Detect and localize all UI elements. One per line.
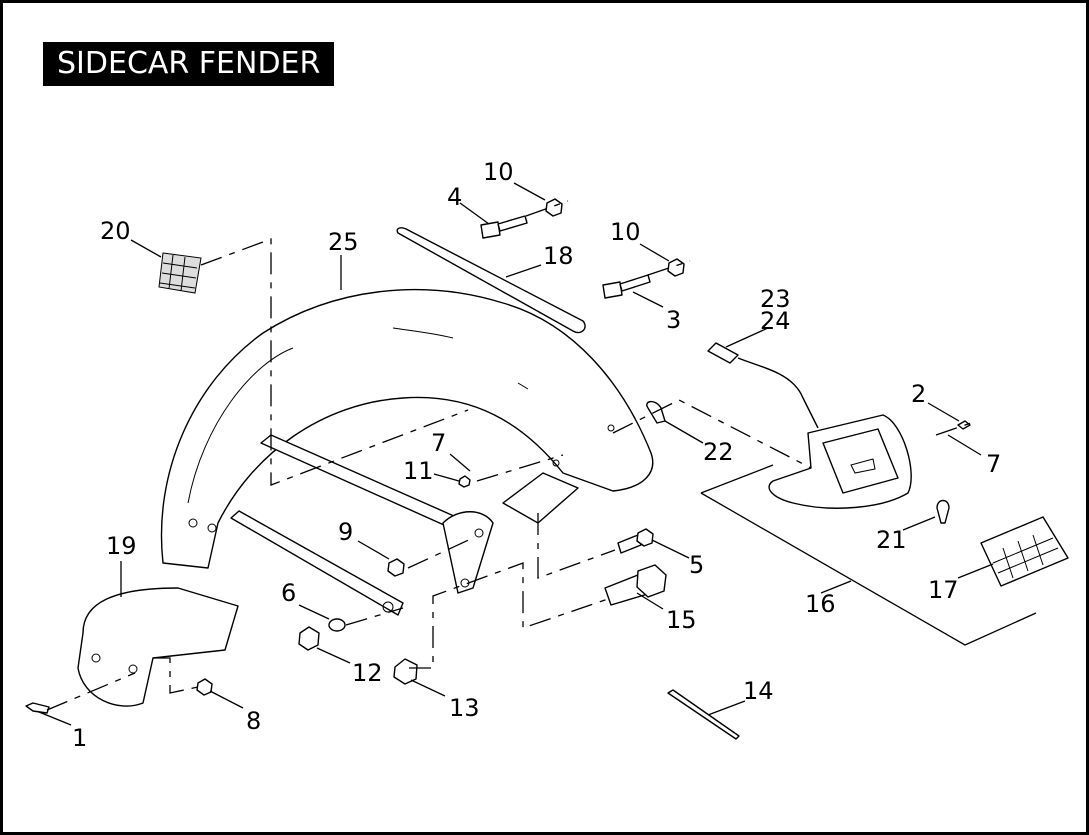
nut-10b-part	[667, 258, 685, 277]
callout-2: 2	[911, 380, 926, 408]
callout-21: 21	[876, 526, 907, 554]
callout-3: 3	[666, 306, 681, 334]
lamp-lens-part	[980, 516, 1069, 587]
bolt-5-part	[617, 528, 654, 554]
callout-20: 20	[100, 217, 131, 245]
nut-9-part	[387, 558, 405, 577]
callout-5: 5	[689, 551, 704, 579]
callout-9: 9	[338, 518, 353, 546]
callout-7: 7	[431, 429, 446, 457]
callout-10: 10	[610, 218, 641, 246]
callout-1: 1	[72, 724, 87, 752]
callout-23: 23	[760, 285, 791, 313]
callout-22: 22	[703, 438, 734, 466]
exploded-parts-drawing: 20 25 10 4 18 10 3 23 24 2 7 22 7 11 9 5…	[25, 158, 1069, 752]
diagram-title: SIDECAR FENDER	[43, 42, 335, 86]
nut-13-part	[393, 658, 418, 685]
callout-13: 13	[449, 694, 480, 722]
callout-8: 8	[246, 707, 261, 735]
nut-8-part	[196, 678, 213, 696]
lamp-bulb-part	[936, 499, 950, 524]
fender-guard-part	[77, 587, 239, 707]
callout-4: 4	[447, 183, 462, 211]
screw-1-part	[25, 702, 50, 714]
assembly-lines	[46, 200, 1037, 711]
callout-7: 7	[986, 450, 1001, 478]
callout-19: 19	[106, 532, 137, 560]
callout-15: 15	[666, 606, 697, 634]
bolt-15-part	[604, 564, 667, 606]
callout-6: 6	[281, 579, 296, 607]
leader-lines	[38, 182, 994, 726]
fender-part	[160, 288, 654, 569]
castle-nut-12-part	[298, 626, 320, 651]
callout-18: 18	[543, 242, 574, 270]
callout-12: 12	[352, 659, 383, 687]
reflector-part	[158, 252, 202, 294]
fender-trim-strip-part	[396, 227, 586, 334]
bolt-4-part	[480, 215, 528, 239]
bolt-3-part	[602, 274, 651, 299]
cable-tie-14-part	[667, 689, 740, 740]
wire-harness-part	[707, 342, 819, 429]
tail-lamp-housing-part	[768, 414, 912, 509]
callout-14: 14	[743, 677, 774, 705]
callout-10: 10	[483, 158, 514, 186]
callout-17: 17	[928, 576, 959, 604]
callout-11: 11	[403, 457, 434, 485]
screw-2-part	[957, 420, 971, 430]
nut-10a-part	[545, 198, 563, 217]
support-rail-part	[230, 434, 579, 616]
callout-24: 24	[760, 307, 791, 335]
washer-6-part	[328, 618, 346, 632]
nut-11-part	[458, 475, 471, 488]
mounting-clip-part	[646, 400, 666, 424]
callout-25: 25	[328, 228, 359, 256]
callout-16: 16	[805, 590, 836, 618]
